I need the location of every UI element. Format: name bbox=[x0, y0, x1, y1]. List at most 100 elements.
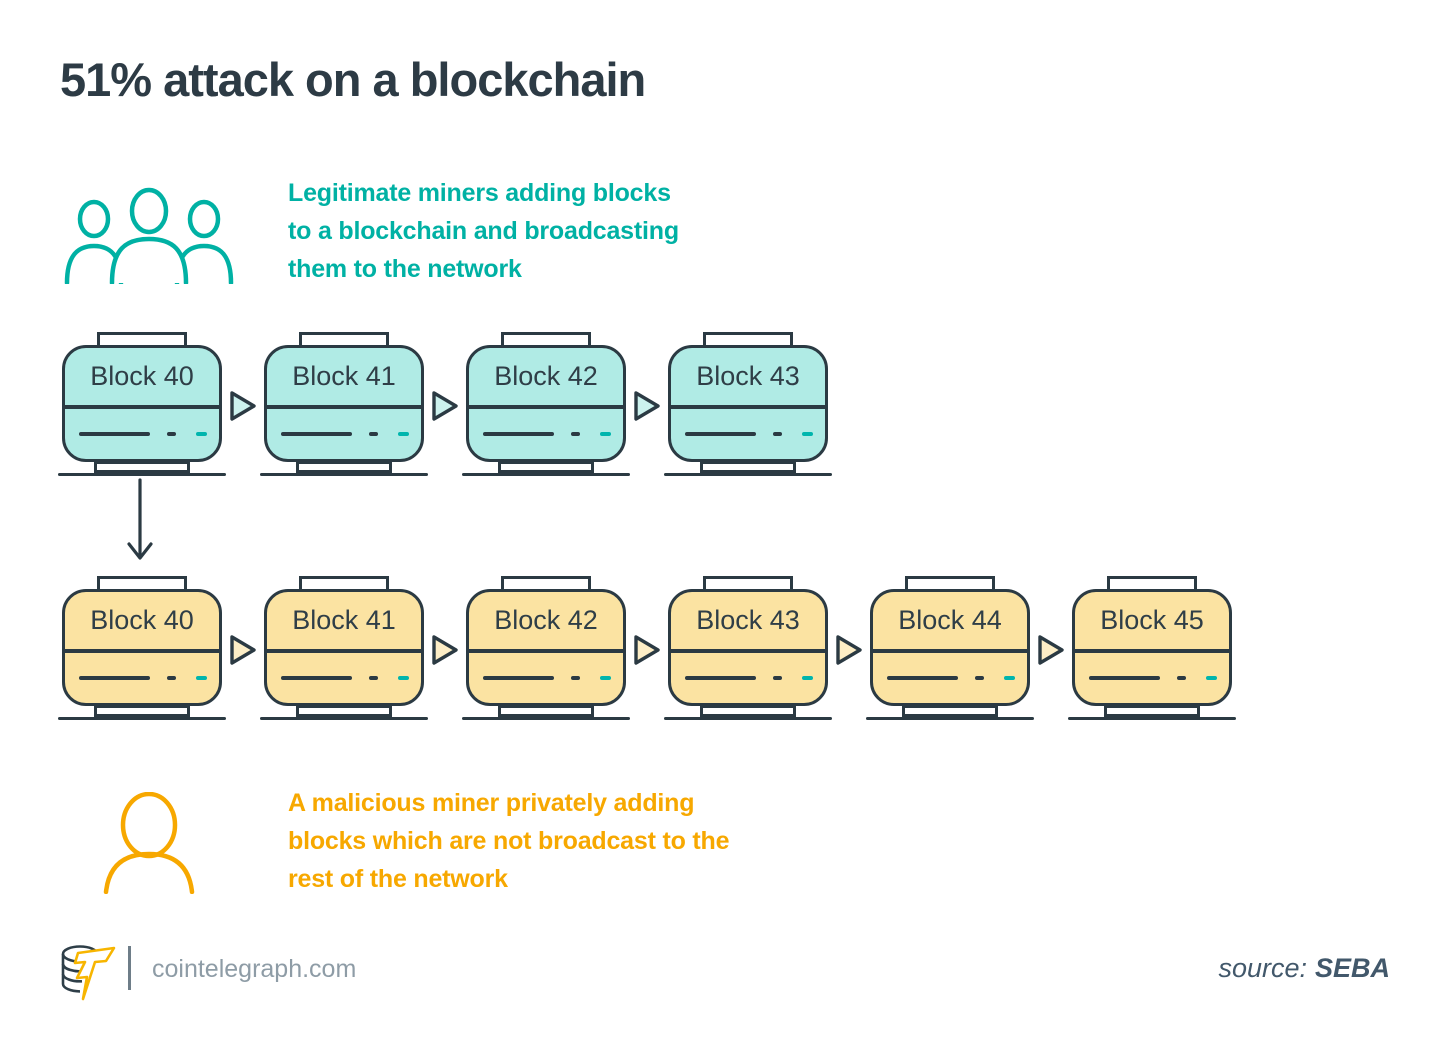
dash-accent bbox=[600, 675, 611, 681]
block-hash-dashes bbox=[469, 653, 623, 703]
dash-short bbox=[975, 675, 984, 681]
chain-arrow-icon bbox=[634, 635, 660, 665]
block-body: Block 40 bbox=[62, 345, 222, 462]
dash-short bbox=[571, 431, 580, 437]
block-ground-line bbox=[462, 472, 630, 476]
malicious-chain-row: Block 40 Block 41 bbox=[58, 576, 1236, 720]
legitimate-miners-caption: Legitimate miners adding blocks to a blo… bbox=[288, 179, 679, 283]
block: Block 43 bbox=[664, 576, 862, 720]
dash-long bbox=[685, 675, 756, 681]
miners-group-icon bbox=[64, 187, 234, 284]
block-body: Block 42 bbox=[466, 345, 626, 462]
block-hash-dashes bbox=[671, 653, 825, 703]
block: Block 42 bbox=[462, 332, 660, 476]
block-ground-line bbox=[1068, 716, 1236, 720]
block-hash-dashes bbox=[65, 409, 219, 459]
dash-long bbox=[483, 431, 554, 437]
block-hash-dashes bbox=[671, 409, 825, 459]
dash-short bbox=[1177, 675, 1186, 681]
chain-arrow-icon bbox=[1038, 635, 1064, 665]
block-divider bbox=[469, 649, 623, 653]
block-label: Block 43 bbox=[696, 605, 800, 635]
block-ground-line bbox=[866, 716, 1034, 720]
dash-accent bbox=[802, 431, 813, 437]
dash-long bbox=[1089, 675, 1160, 681]
block: Block 43 bbox=[664, 332, 832, 476]
block-body: Block 43 bbox=[668, 589, 828, 706]
dash-long bbox=[281, 675, 352, 681]
block: Block 41 bbox=[260, 576, 458, 720]
block-label: Block 45 bbox=[1100, 605, 1204, 635]
dash-accent bbox=[802, 675, 813, 681]
dash-accent bbox=[398, 431, 409, 437]
dash-short bbox=[369, 675, 378, 681]
block-stand bbox=[498, 705, 594, 717]
dash-short bbox=[773, 675, 782, 681]
block-divider bbox=[1075, 649, 1229, 653]
block-body: Block 44 bbox=[870, 589, 1030, 706]
block-ground-line bbox=[260, 716, 428, 720]
block: Block 40 bbox=[58, 576, 256, 720]
block-stand bbox=[94, 461, 190, 473]
block-label: Block 43 bbox=[696, 361, 800, 391]
block-ground-line bbox=[58, 472, 226, 476]
block-body: Block 41 bbox=[264, 345, 424, 462]
block-stand bbox=[94, 705, 190, 717]
source-value: SEBA bbox=[1314, 953, 1390, 983]
block: Block 41 bbox=[260, 332, 458, 476]
block-body: Block 45 bbox=[1072, 589, 1232, 706]
block-ground-line bbox=[462, 716, 630, 720]
malicious-miner-caption: A malicious miner privately adding block… bbox=[288, 789, 730, 893]
legitimate-chain-row: Block 40 Block 41 bbox=[58, 332, 832, 476]
block-body: Block 43 bbox=[668, 345, 828, 462]
block-hash-dashes bbox=[267, 653, 421, 703]
block-label: Block 44 bbox=[898, 605, 1002, 635]
block-divider bbox=[671, 405, 825, 409]
dash-long bbox=[685, 431, 756, 437]
block-ground-line bbox=[58, 716, 226, 720]
chain-arrow-icon bbox=[432, 391, 458, 421]
block-stand bbox=[1104, 705, 1200, 717]
block-label: Block 42 bbox=[494, 361, 598, 391]
dash-accent bbox=[196, 431, 207, 437]
block-stand bbox=[296, 461, 392, 473]
block: Block 40 bbox=[58, 332, 256, 476]
chain-arrow-icon bbox=[432, 635, 458, 665]
chain-arrow-icon bbox=[634, 391, 660, 421]
footer-divider bbox=[128, 946, 131, 990]
chain-arrow-icon bbox=[230, 635, 256, 665]
dash-short bbox=[773, 431, 782, 437]
block-label: Block 41 bbox=[292, 361, 396, 391]
dash-short bbox=[369, 431, 378, 437]
block-hash-dashes bbox=[65, 653, 219, 703]
block: Block 42 bbox=[462, 576, 660, 720]
block-hash-dashes bbox=[267, 409, 421, 459]
dash-long bbox=[281, 431, 352, 437]
source-label: source: bbox=[1218, 953, 1307, 983]
block: Block 45 bbox=[1068, 576, 1236, 720]
block-label: Block 40 bbox=[90, 605, 194, 635]
dash-long bbox=[483, 675, 554, 681]
block-body: Block 42 bbox=[466, 589, 626, 706]
site-name: cointelegraph.com bbox=[152, 955, 357, 983]
chain-arrow-icon bbox=[836, 635, 862, 665]
block-hash-dashes bbox=[469, 409, 623, 459]
dash-short bbox=[167, 675, 176, 681]
block-stand bbox=[902, 705, 998, 717]
block-ground-line bbox=[664, 472, 832, 476]
block-hash-dashes bbox=[1075, 653, 1229, 703]
block-ground-line bbox=[260, 472, 428, 476]
block-stand bbox=[296, 705, 392, 717]
block-body: Block 40 bbox=[62, 589, 222, 706]
block: Block 44 bbox=[866, 576, 1064, 720]
block-label: Block 42 bbox=[494, 605, 598, 635]
dash-accent bbox=[600, 431, 611, 437]
block-label: Block 41 bbox=[292, 605, 396, 635]
block-divider bbox=[671, 649, 825, 653]
block-divider bbox=[65, 405, 219, 409]
dash-short bbox=[571, 675, 580, 681]
cointelegraph-logo-icon bbox=[61, 945, 116, 1001]
dash-accent bbox=[1004, 675, 1015, 681]
block-divider bbox=[267, 649, 421, 653]
